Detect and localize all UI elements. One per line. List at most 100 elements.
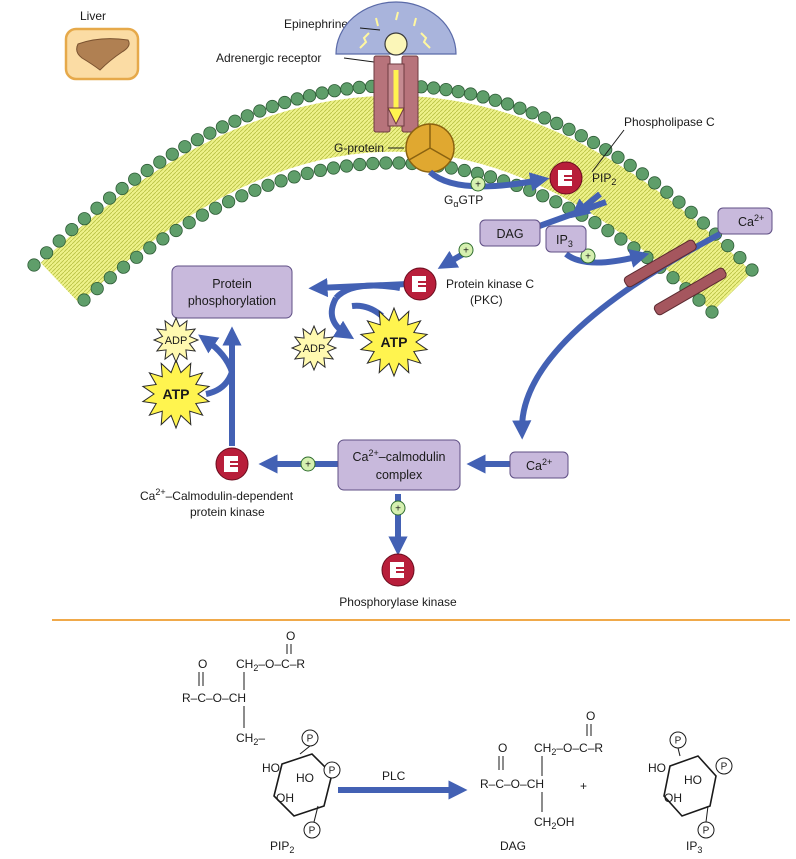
phosphorylase-kinase-enzyme-icon <box>381 553 415 587</box>
phospholipid-head <box>705 305 719 319</box>
phospholipid-head <box>235 189 249 203</box>
pkc-label-line1: Protein kinase C <box>446 277 534 291</box>
svg-text:O: O <box>198 657 207 671</box>
phospholipid-head <box>574 129 588 143</box>
dag-ch2oh: CH2OH <box>534 815 574 831</box>
phospholipid-head <box>278 95 292 110</box>
calcium-channel: Ca2+ <box>623 207 773 316</box>
phospholipid-head <box>215 120 229 134</box>
phospholipid-head <box>352 80 366 95</box>
pkc: Protein kinase C (PKC) <box>403 267 534 307</box>
svg-text:+: + <box>395 504 401 515</box>
cam-kinase-enzyme-icon <box>215 447 249 481</box>
phospholipid-head <box>340 82 354 96</box>
arrow-ip3-to-channel <box>564 249 650 268</box>
plc-label: Phospholipase C <box>624 115 715 129</box>
phospholipid-head <box>208 201 223 215</box>
pip2-label: PIP2 <box>592 171 616 187</box>
phospholipid-head <box>182 216 196 230</box>
epinephrine-rays <box>359 11 431 49</box>
phospholipid-head <box>65 223 79 237</box>
svg-text:OH: OH <box>276 791 294 805</box>
liver-icon-group: Liver <box>64 9 140 81</box>
phospholipid-head <box>696 216 711 230</box>
epinephrine-label: Epinephrine <box>284 17 348 31</box>
phospholipid-head <box>660 185 674 199</box>
adp-burst-pkc-label: ADP <box>303 343 326 355</box>
svg-text:P: P <box>703 826 710 837</box>
ca-extracellular-box <box>717 207 773 235</box>
phospholipid-head <box>165 147 179 161</box>
phospholipid-head <box>611 150 625 164</box>
svg-text:HO: HO <box>684 773 702 787</box>
phospholipid-head <box>248 183 262 197</box>
phospholipid-head <box>513 101 527 115</box>
arrow-gprotein-to-plc <box>427 169 550 192</box>
phospholipid-head <box>90 201 104 215</box>
atp-burst-pkc-label: ATP <box>381 334 408 350</box>
arrow-to-adp-top <box>328 296 355 340</box>
cam-kinase: Ca2+–Calmodulin-dependent protein kinase <box>140 447 294 519</box>
phospholipid-head <box>457 163 471 178</box>
dag-name: DAG <box>500 839 526 853</box>
protein-phos-line2: phosphorylation <box>188 294 276 308</box>
phospholipid-head <box>222 195 236 209</box>
liver-icon <box>76 38 130 71</box>
phospholipid-head <box>313 163 327 177</box>
cam-kinase-label-line1: Ca2+–Calmodulin-dependent <box>140 487 294 503</box>
phospholipid-head <box>536 189 550 203</box>
phosphorylase-kinase: Phosphorylase kinase <box>339 553 457 609</box>
adrenergic-receptor: Adrenergic receptor <box>216 51 419 133</box>
phospholipid-head <box>228 114 242 128</box>
phospholipid-head <box>692 293 706 307</box>
phospholipid-head <box>103 271 117 285</box>
phospholipid-head <box>253 104 267 118</box>
phospholipid-head <box>103 191 117 205</box>
svg-text:OH: OH <box>664 791 682 805</box>
phospholipid-head <box>562 122 576 136</box>
phospholipid-head <box>178 140 192 154</box>
svg-text:P: P <box>307 734 314 745</box>
phospholipid-head <box>77 293 91 307</box>
svg-text:+: + <box>585 252 591 263</box>
phospholipid-head <box>588 216 602 230</box>
phospholipid-head <box>366 156 380 171</box>
phospholipid-head <box>523 183 537 197</box>
phospholipid-head <box>130 250 144 264</box>
phospholipid-head <box>733 251 747 265</box>
adp-burst-camk: ADP <box>152 316 200 364</box>
phospholipid-head <box>599 143 613 157</box>
phospholipid-head <box>115 181 129 196</box>
phospholipid-head <box>261 178 275 192</box>
phospholipid-head <box>265 99 279 114</box>
atp-burst-camk-label: ATP <box>163 386 190 402</box>
phospholipid-head <box>586 135 601 150</box>
membrane-heads-outer <box>27 79 759 277</box>
protein-phosphorylation-box: Protein phosphorylation <box>171 265 293 319</box>
energy-bursts: ATP ADP ATP ADP <box>141 306 429 430</box>
cam-kinase-label-line2: protein kinase <box>190 505 265 519</box>
arrow-to-adp-left <box>198 334 235 374</box>
svg-text:O: O <box>498 741 507 755</box>
phospholipid-head <box>140 163 154 178</box>
pkc-label-line2: (PKC) <box>470 293 503 307</box>
adp-burst-camk-label: ADP <box>165 335 188 347</box>
plus-markers: + + + + + <box>300 176 596 516</box>
svg-text:+: + <box>305 460 311 471</box>
ip3-label: IP3 <box>556 233 573 249</box>
svg-text:HO: HO <box>648 761 666 775</box>
phospholipid-head <box>326 161 341 175</box>
phospholipid-head <box>190 133 204 147</box>
phospholipid-head <box>315 86 329 100</box>
calmodulin-line2: complex <box>376 468 423 482</box>
dag-backbone: R–C–O–CH <box>480 777 544 791</box>
phospholipid-head <box>614 232 628 246</box>
ip3-box: IP3 <box>545 225 587 253</box>
arrow-atp-in-left <box>205 370 235 397</box>
svg-text:+: + <box>475 180 481 191</box>
chem-ip3: P HO HO OH P P IP3 <box>648 731 733 855</box>
phospholipid-head <box>327 84 342 98</box>
svg-text:PLC: PLC <box>382 769 406 783</box>
phospholipid-head <box>77 212 92 226</box>
